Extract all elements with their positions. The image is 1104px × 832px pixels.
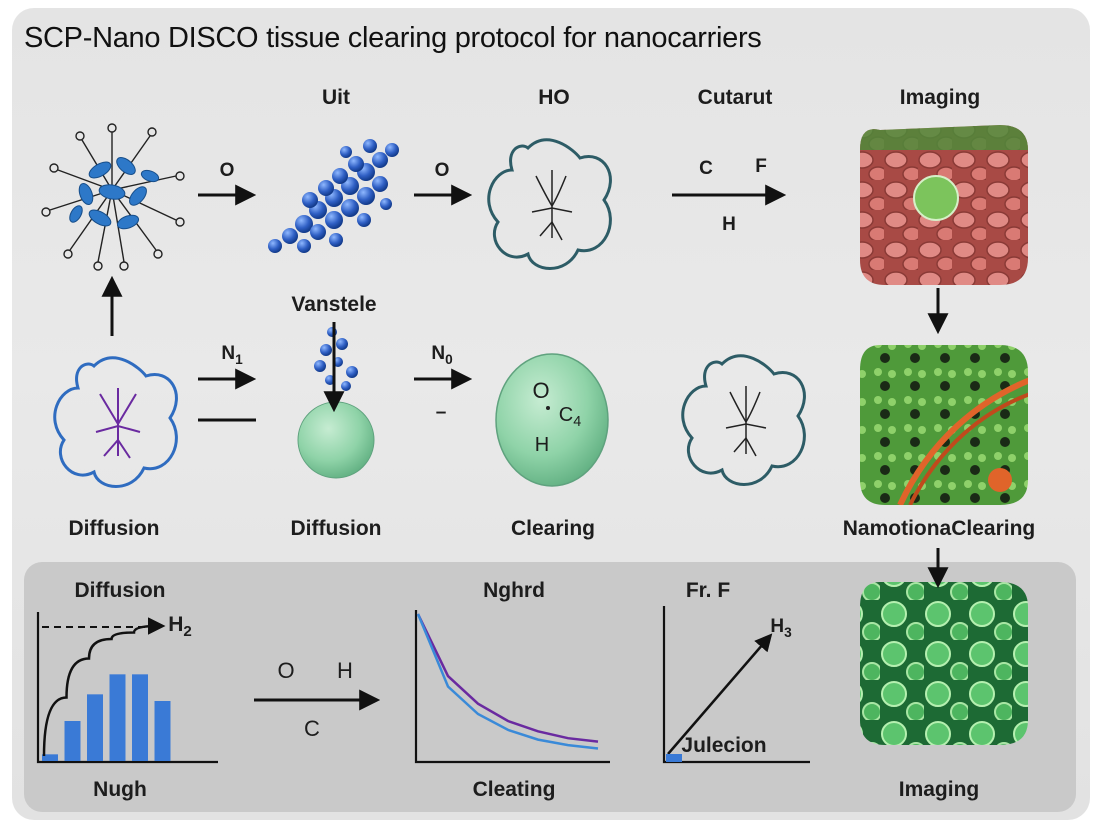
middle-caption-1: Diffusion — [68, 517, 160, 540]
top-header-1: Uit — [322, 86, 350, 109]
top-arrow-3-label-b: F — [755, 156, 767, 177]
molecule-cluster-icon — [268, 139, 399, 253]
chart-3-title: Fr. F — [685, 579, 731, 602]
middle-caption-3: Clearing — [510, 517, 596, 540]
cleared-droplet-icon — [495, 353, 609, 487]
imaging-green-tissue — [860, 345, 1028, 505]
middle-arrow-2-label: N0 — [431, 343, 453, 367]
organ-outline-icon-2 — [681, 354, 806, 486]
middle-header: Vanstele — [291, 293, 377, 316]
chart-3-caption: Julecion — [681, 734, 767, 757]
chart-1-series-h2 — [42, 617, 166, 757]
chart-2-series-2 — [416, 613, 599, 750]
tissue-organ-icon — [53, 356, 178, 488]
bottom-arrow-label-c: C — [304, 716, 320, 741]
chart-3-origin-marker — [666, 754, 682, 762]
top-arrow-3-label-a: C — [699, 158, 713, 179]
chart-3-line-label: H3 — [770, 616, 792, 640]
chart-1-bar — [87, 694, 103, 761]
middle-caption-2: Diffusion — [290, 517, 382, 540]
chart-2-title: Nghrd — [483, 579, 545, 602]
nanocarrier-icon — [41, 123, 185, 271]
chart-axes — [36, 606, 810, 764]
chart-1-caption: Nugh — [93, 778, 147, 801]
top-arrow-1-label: O — [219, 160, 235, 181]
bottom-image-caption: Imaging — [898, 778, 980, 801]
top-header-2: HO — [538, 86, 570, 109]
chart-1-bar — [64, 721, 81, 761]
bottom-arrow-label-o: O — [277, 658, 295, 683]
chart-2-series-1 — [416, 613, 599, 743]
imaging-cleared-tissue — [860, 582, 1028, 745]
middle-arrow-2-dash: – — [435, 402, 447, 423]
middle-caption-4: NamotionaClearing — [842, 517, 1036, 540]
organ-vessel-lines — [531, 170, 573, 241]
chart-2-caption: Cleating — [472, 778, 556, 801]
chart-1-bar — [132, 674, 148, 761]
diagram-title: SCP-Nano DISCO tissue clearing protocol … — [24, 22, 762, 54]
imaging-red-tissue — [860, 125, 1028, 285]
chart-3-series-h3 — [667, 633, 773, 755]
top-header-4: Imaging — [899, 86, 981, 109]
chart-1-curve-label: H2 — [168, 613, 192, 641]
nanocarrier-droplet-icon — [297, 327, 375, 479]
top-header-3: Cutarut — [697, 86, 773, 109]
organ-vessel-lines-2 — [725, 386, 767, 457]
bottom-arrow-label-h: H — [337, 658, 353, 683]
middle-arrow-1-label: N1 — [221, 343, 243, 367]
organ-outline-icon — [487, 138, 612, 270]
droplet-label-h: H — [534, 434, 550, 456]
chart-1-bar — [154, 701, 171, 761]
droplet-label-c4: C4 — [558, 404, 582, 430]
top-arrow-2-label: O — [434, 160, 450, 181]
chart-1-title: Diffusion — [74, 579, 166, 602]
chart-1-bar — [109, 674, 126, 761]
chart-1-bar — [42, 754, 58, 761]
top-arrow-3-label-c: H — [722, 214, 736, 235]
flow-arrows — [101, 184, 949, 711]
droplet-label-o: O — [532, 378, 550, 403]
